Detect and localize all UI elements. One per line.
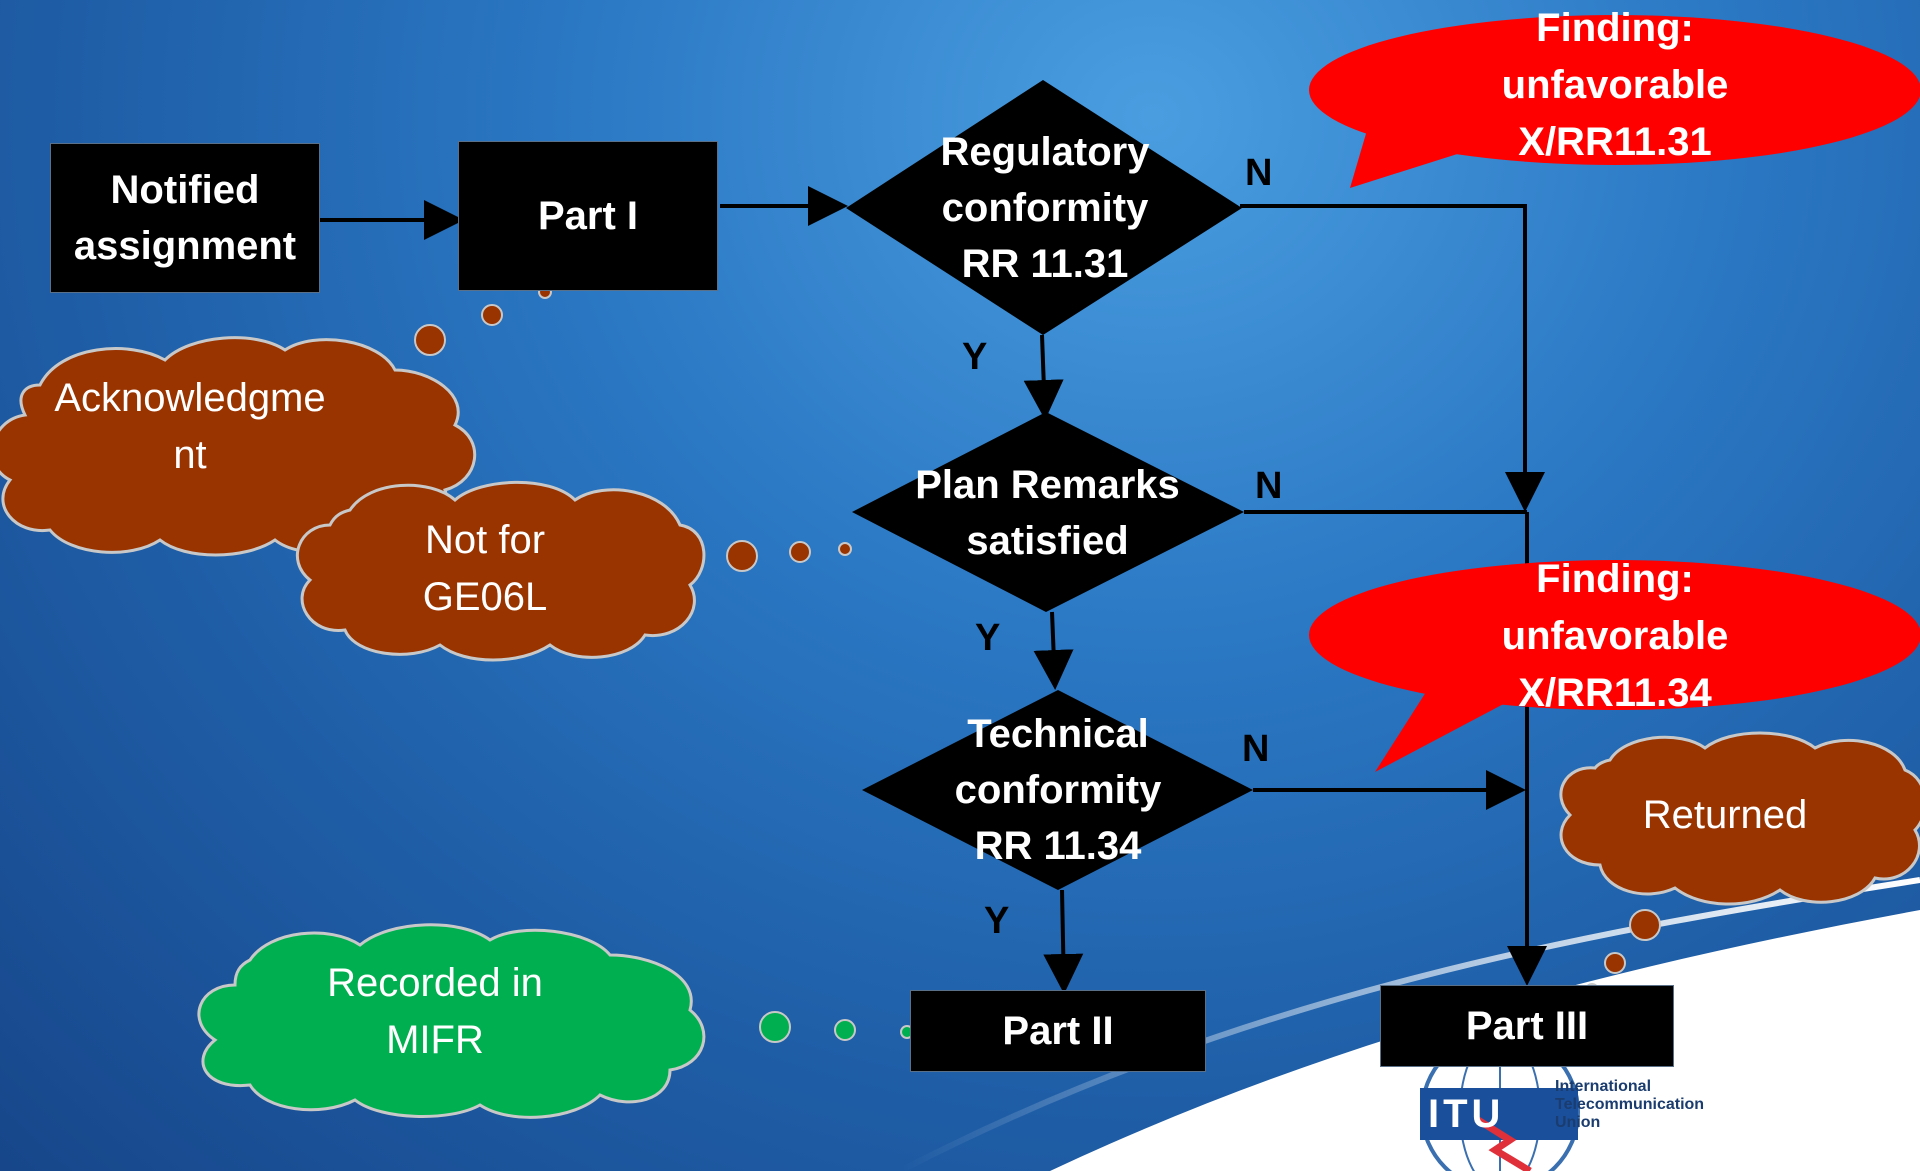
recorded-cloud [197, 923, 706, 1119]
plan-remarks-diamond [852, 412, 1244, 612]
connectors [320, 186, 1547, 994]
itu-line-3: Union [1555, 1114, 1601, 1131]
returned-text: Returned [1642, 792, 1808, 837]
part-2-box: Part II [910, 990, 1206, 1072]
itu-line-2: Telecommunication [1555, 1096, 1705, 1113]
itu-mark: ITU [1428, 1092, 1505, 1136]
regulatory-conformity-label: Regulatory conformity RR 11.31 [940, 130, 1150, 286]
plan-remarks-label: Plan Remarks satisfied [915, 463, 1180, 563]
acknowledgment-text: Acknowledgme nt [54, 376, 326, 477]
y-label-technical: Y [984, 900, 1010, 942]
notified-assignment-box: Notified assignment [50, 143, 320, 293]
not-for-cloud [295, 480, 706, 662]
regulatory-diamond [846, 80, 1242, 335]
returned-cloud [1559, 731, 1920, 906]
part-1-box: Part I [458, 141, 718, 291]
n-label-technical: N [1242, 728, 1270, 770]
finding-bubble-1 [1309, 15, 1920, 188]
recorded-in-mifr-text: Recorded in MIFR [327, 961, 543, 1062]
y-label-plan: Y [975, 617, 1001, 659]
y-label-regulatory: Y [962, 336, 988, 378]
not-for-ge06l-text: Not for GE06L [422, 518, 548, 619]
itu-line-1: International [1555, 1078, 1652, 1095]
n-label-regulatory: N [1245, 152, 1273, 194]
background-swoosh-line [898, 877, 1920, 1171]
finding-bubble-2 [1309, 560, 1920, 772]
part-3-box: Part III [1380, 985, 1674, 1067]
n-label-plan: N [1255, 465, 1283, 507]
finding-2-text: Finding: unfavorable X/RR11.34 [1501, 557, 1729, 715]
technical-conformity-label: Technical conformity RR 11.34 [954, 712, 1162, 868]
finding-1-text: Finding: unfavorable X/RR11.31 [1501, 6, 1729, 164]
technical-diamond [862, 690, 1253, 890]
itu-globe-icon [1420, 1032, 1580, 1171]
